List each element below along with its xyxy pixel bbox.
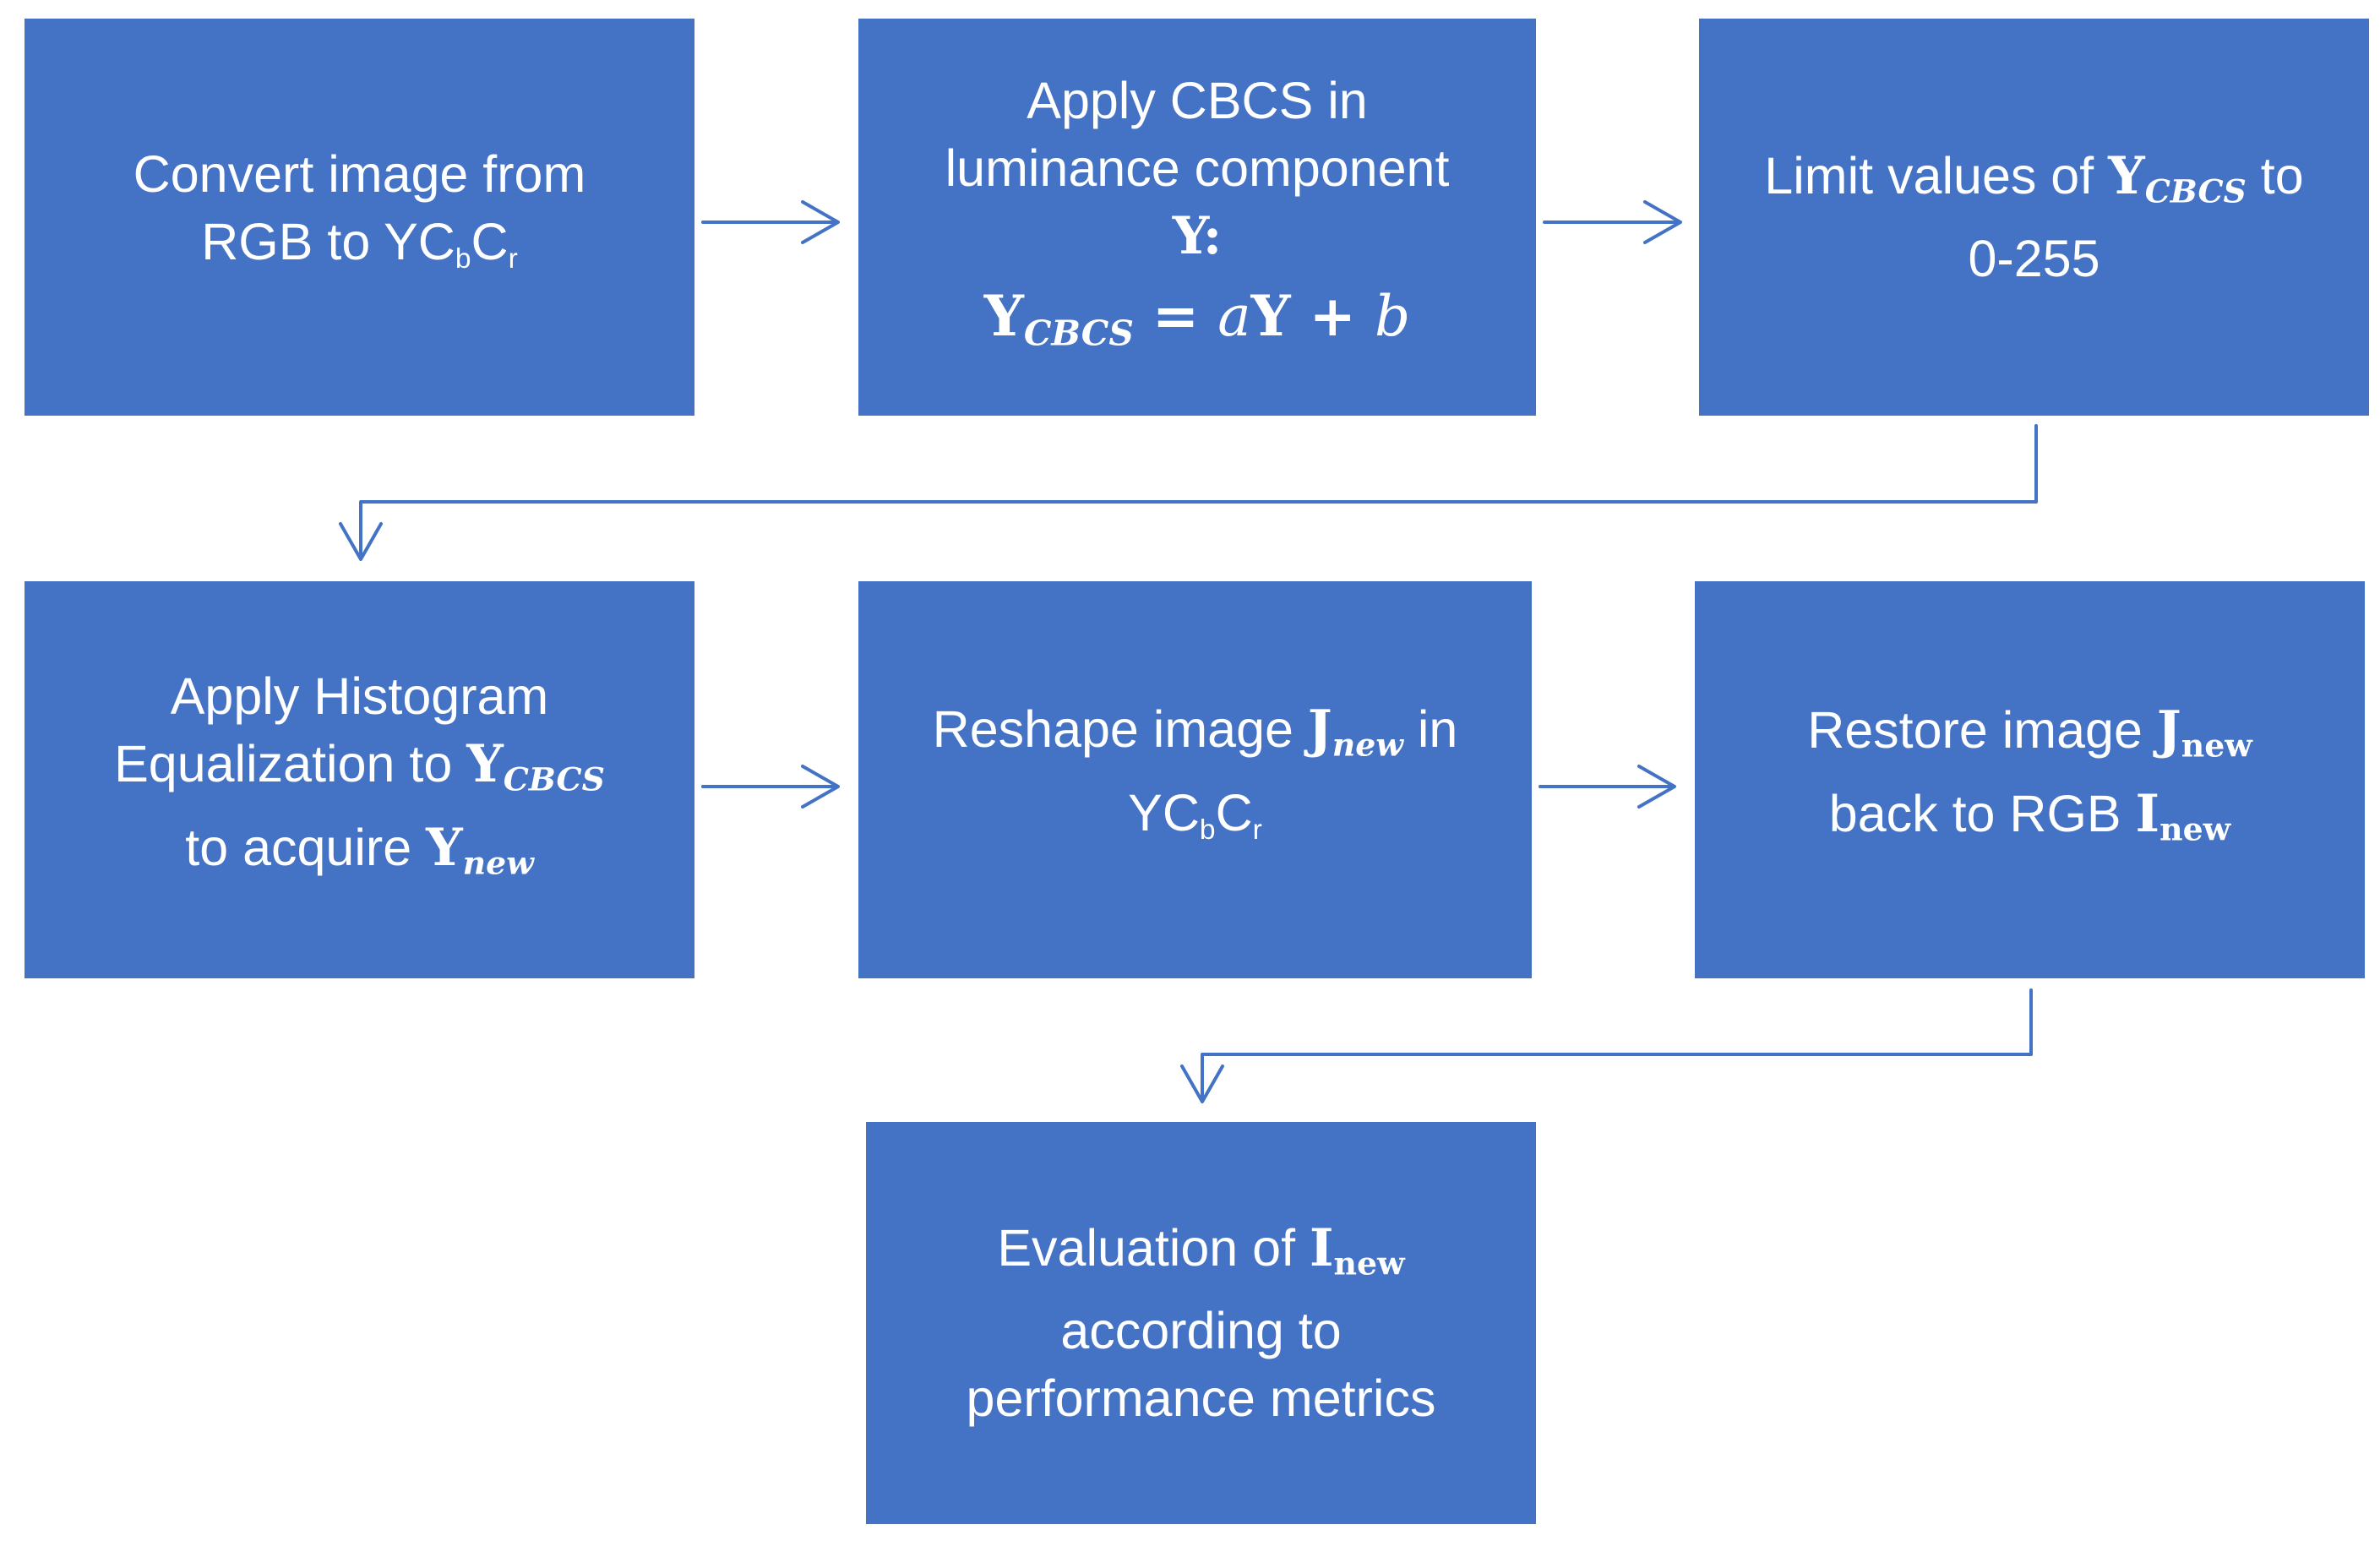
step-reshape-line1: Reshape image Jnew in [932, 700, 1458, 764]
step-evaluation-box: Evaluation of Inew according to performa… [866, 1122, 1536, 1524]
step-apply-cbcs-line1: Apply CBCS in [1027, 72, 1368, 130]
arrow-restore-to-evaluation [1180, 988, 2033, 1103]
step-convert-line1: Convert image from [133, 145, 586, 204]
arrow-limit-to-histogram [339, 424, 2038, 561]
step-histogram-box: Apply Histogram Equalization to YCBCS to… [25, 581, 694, 978]
step-evaluation-line2: according to [1060, 1302, 1342, 1360]
step-histogram-line2: Equalization to YCBCS [114, 734, 605, 798]
step-reshape-box: Reshape image Jnew in YCbCr [858, 581, 1532, 978]
step-histogram-line3: to acquire Ynew [185, 818, 534, 882]
arrow-cbcs-to-limit [1543, 200, 1682, 244]
step-evaluation-line3: performance metrics [966, 1369, 1436, 1428]
step-evaluation-line1: Evaluation of Inew [997, 1217, 1405, 1282]
step-convert-line2: RGB to YCbCr [201, 213, 518, 275]
step-limit-line2: 0-255 [1968, 230, 2100, 288]
step-histogram-line1: Apply Histogram [170, 667, 549, 726]
step-limit-box: Limit values of YCBCS to 0-255 [1699, 19, 2369, 416]
step-apply-cbcs-line3: Y: [1172, 206, 1223, 267]
arrow-reshape-to-restore [1539, 765, 1676, 809]
step-restore-line1: Restore image Jnew [1807, 700, 2252, 765]
step-limit-line1: Limit values of YCBCS to [1764, 145, 2304, 210]
arrow-histogram-to-reshape [701, 765, 840, 809]
step-restore-line2: back to RGB Inew [1828, 784, 2231, 848]
step-reshape-line2: YCbCr [1128, 783, 1262, 846]
arrow-convert-to-cbcs [701, 200, 840, 244]
step-convert-box: Convert image from RGB to YCbCr [25, 19, 694, 416]
step-restore-box: Restore image Jnew back to RGB Inew [1695, 581, 2365, 978]
cbcs-formula: YCBCS=aY+b [983, 283, 1411, 354]
step-apply-cbcs-line2: luminance component [945, 139, 1450, 198]
step-apply-cbcs-box: Apply CBCS in luminance component Y: YCB… [858, 19, 1536, 416]
